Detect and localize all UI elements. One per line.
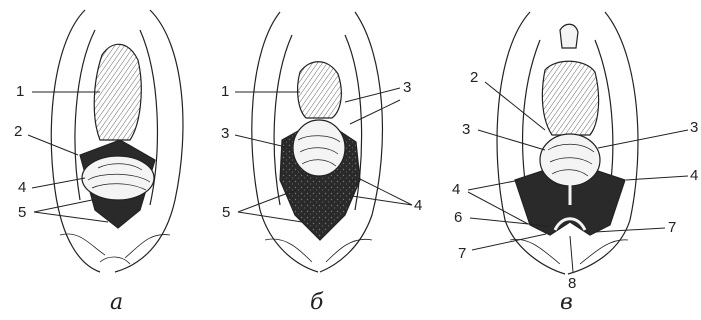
callout-b-5: 5: [222, 205, 230, 220]
leader-a-5b: [34, 212, 108, 222]
leader-c-7-left: [472, 234, 546, 250]
callout-c-4-left: 4: [452, 182, 460, 197]
leader-a-5a: [34, 200, 92, 212]
leader-a-2: [28, 135, 78, 155]
callout-c-2: 2: [470, 70, 478, 85]
panel-c-drawing: [497, 12, 638, 274]
callout-b-4: 4: [414, 198, 422, 213]
panel-c-top-structure: [560, 24, 578, 48]
callout-b-1: 1: [221, 84, 229, 99]
panel-b-upper-structure: [298, 62, 342, 118]
panel-a-outer-fold-left: [51, 10, 100, 272]
callout-a-4: 4: [18, 180, 26, 195]
panel-b-drawing: [252, 12, 383, 272]
callout-b-3-right: 3: [403, 80, 411, 95]
callout-c-3-right: 3: [690, 120, 698, 135]
callout-c-7-right: 7: [668, 220, 676, 235]
panel-c-letter: в: [560, 290, 573, 315]
callout-a-5: 5: [18, 205, 26, 220]
panel-a-lower-structure: [82, 156, 154, 200]
callout-c-6: 6: [454, 210, 462, 225]
leader-b-5a: [238, 190, 296, 212]
leader-b-3-right-a: [345, 88, 400, 102]
leader-c-8: [570, 236, 573, 272]
leader-c-4-left-a: [468, 180, 520, 190]
panel-a-fold-texture: [60, 234, 170, 264]
callout-b-3-left: 3: [221, 126, 229, 141]
panel-c-upper-structure: [542, 61, 598, 135]
panel-c-central-structure: [540, 134, 600, 186]
panel-a-letter: а: [110, 290, 123, 315]
panel-b-letter: б: [310, 290, 323, 315]
leader-c-2: [485, 82, 545, 130]
leader-c-3-left: [478, 130, 545, 150]
leader-c-7-right: [595, 228, 665, 232]
callout-c-7-left: 7: [458, 246, 466, 261]
callout-c-4-right: 4: [690, 168, 698, 183]
leader-b-3-right-b: [350, 100, 400, 124]
callout-c-3-left: 3: [462, 122, 470, 137]
leader-b-5b: [238, 212, 302, 222]
callout-c-8: 8: [568, 276, 576, 291]
panel-a-drawing: [51, 10, 183, 272]
panel-b-fold-texture: [265, 239, 372, 262]
callout-a-1: 1: [16, 84, 24, 99]
leader-c-3-right: [598, 130, 688, 148]
panel-a-upper-structure: [94, 44, 141, 140]
callout-a-2: 2: [14, 124, 22, 139]
leader-c-4-right: [626, 176, 688, 180]
